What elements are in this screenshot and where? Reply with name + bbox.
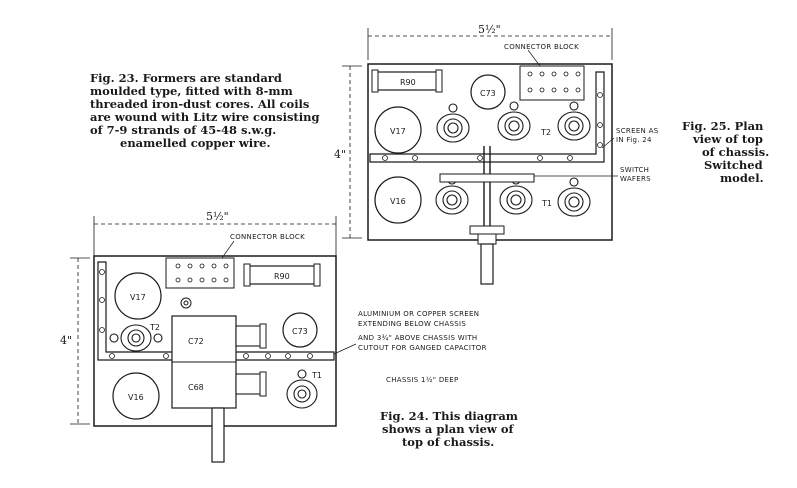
fig25-v16-label: V16 xyxy=(390,197,406,206)
fig25-caption-3: of chassis. xyxy=(702,145,769,159)
fig24-height-dim: 4" xyxy=(60,334,72,347)
fig24-c73-label: C73 xyxy=(292,327,308,336)
fig25-caption-5: model. xyxy=(720,171,764,185)
fig25-caption: Fig. 25. Plan view of top of chassis. Sw… xyxy=(682,119,769,185)
fig24-caption-1: Fig. 24. This diagram xyxy=(380,409,518,423)
fig23-line-6: enamelled copper wire. xyxy=(120,136,271,150)
fig25-switch-wafer xyxy=(439,173,535,183)
fig25-switch-note-2: WAFERS xyxy=(620,175,651,183)
fig23-caption: Fig. 23. Formers are standard moulded ty… xyxy=(90,71,320,150)
fig24-caption: Fig. 24. This diagram shows a plan view … xyxy=(380,409,518,449)
fig25-caption-4: Switched xyxy=(704,158,763,172)
fig24-v16 xyxy=(112,372,160,420)
fig24-screen-note-4: CUTOUT FOR GANGED CAPACITOR xyxy=(358,344,487,352)
fig23-line-5: of 7-9 strands of 45-48 s.w.g. xyxy=(90,123,276,137)
fig25-screen-note-1: SCREEN AS xyxy=(616,127,659,135)
fig24-t1-label: T1 xyxy=(311,371,322,380)
fig24-c73 xyxy=(282,312,318,348)
fig24-t1-former xyxy=(286,369,318,409)
fig25-diagram: 5½" 4" CONNECTOR BLOCK R90 C73 xyxy=(334,23,659,285)
fig25-coil-formers-top xyxy=(436,101,591,143)
fig25-r90-label: R90 xyxy=(400,78,416,87)
fig24-screen-note-3: AND 3¾" ABOVE CHASSIS WITH xyxy=(358,334,478,342)
fig24-v17-label: V17 xyxy=(130,293,146,302)
fig24-caption-3: top of chassis. xyxy=(402,435,494,449)
fig25-connector-block xyxy=(519,65,585,101)
fig24-connector-block xyxy=(165,257,235,289)
fig25-connector-label: CONNECTOR BLOCK xyxy=(504,43,579,51)
fig25-screen-note-2: IN Fig. 24 xyxy=(616,136,652,144)
fig25-v17-label: V17 xyxy=(390,127,406,136)
fig24-screen xyxy=(97,261,335,361)
fig24-capacitor-shaft xyxy=(211,407,225,463)
fig24-caption-2: shows a plan view of xyxy=(382,422,515,436)
fig24-c72-label: C72 xyxy=(188,337,204,346)
fig25-v17 xyxy=(374,106,422,154)
fig25-caption-2: view of top xyxy=(692,132,763,146)
fig25-height-dim: 4" xyxy=(334,148,346,161)
fig25-width-dim: 5½" xyxy=(478,23,501,36)
fig25-c73 xyxy=(470,74,506,110)
fig24-t2-former xyxy=(109,324,163,352)
fig24-screen-note-1: ALUMINIUM OR COPPER SCREEN xyxy=(358,310,479,318)
fig24-screen-note-2: EXTENDING BELOW CHASSIS xyxy=(358,320,466,328)
fig24-width-dim: 5½" xyxy=(206,210,229,223)
fig25-v16 xyxy=(374,176,422,224)
fig24-v17 xyxy=(114,272,162,320)
fig25-t1-label: T1 xyxy=(541,199,552,208)
fig24-connector-label: CONNECTOR BLOCK xyxy=(230,233,305,241)
fig25-c73-label: C73 xyxy=(480,89,496,98)
fig25-t2-label: T2 xyxy=(540,128,551,137)
fig24-c68-label: C68 xyxy=(188,383,204,392)
fig25-coil-formers-bottom xyxy=(435,175,591,217)
fig23-line-1: Fig. 23. Formers are standard xyxy=(90,71,282,85)
fig23-line-2: moulded type, fitted with 8-mm xyxy=(90,84,293,98)
fig25-switch-note-1: SWITCH xyxy=(620,166,649,174)
fig24-r90-label: R90 xyxy=(274,272,290,281)
fig23-line-4: are wound with Litz wire consisting xyxy=(90,110,320,124)
fig25-caption-1: Fig. 25. Plan xyxy=(682,119,764,133)
fig24-v16-label: V16 xyxy=(128,393,144,402)
fig25-screen xyxy=(369,71,605,163)
fig24-diagram: 5½" 4" CONNECTOR BLOCK R90 V17 xyxy=(60,210,487,463)
fig23-line-3: threaded iron-dust cores. All coils xyxy=(90,97,309,111)
fig24-t2-label: T2 xyxy=(149,323,160,332)
fig24-chassis-depth: CHASSIS 1½" DEEP xyxy=(386,376,459,384)
